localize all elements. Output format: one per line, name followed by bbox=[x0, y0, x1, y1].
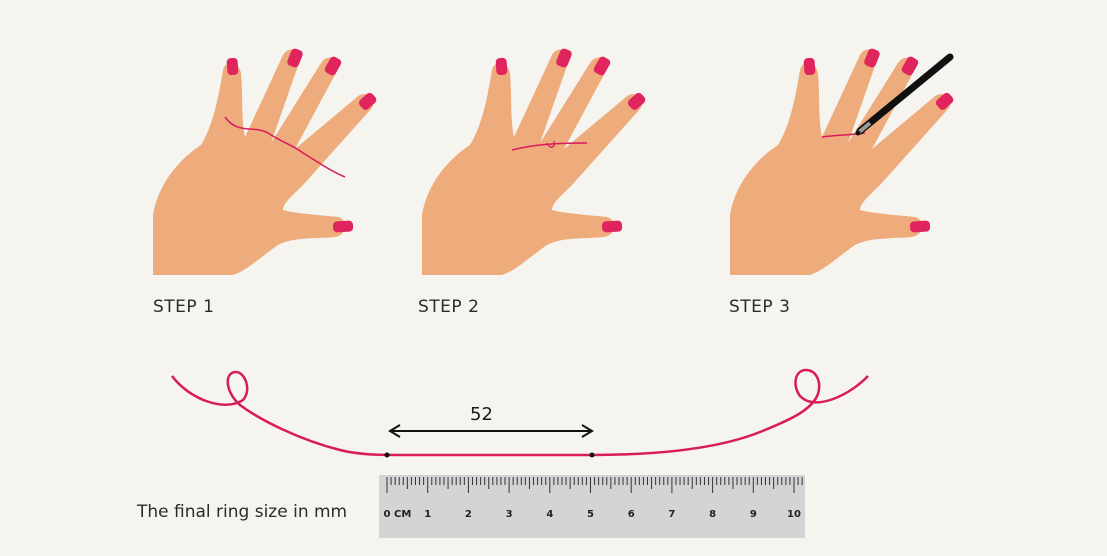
hand-step-2 bbox=[422, 47, 647, 275]
ruler-number: 5 bbox=[587, 509, 594, 520]
ruler-number: 10 bbox=[787, 509, 801, 520]
measurement-value: 52 bbox=[470, 404, 493, 425]
step-3-label: STEP 3 bbox=[729, 297, 791, 317]
step-1-label: STEP 1 bbox=[153, 297, 215, 317]
hand-step-1 bbox=[153, 47, 378, 275]
ring-size-caption: The final ring size in mm bbox=[137, 502, 348, 522]
mark-start bbox=[384, 452, 390, 458]
string-wrap bbox=[224, 116, 346, 178]
pen-icon bbox=[855, 53, 954, 136]
ruler-unit: CM bbox=[394, 509, 411, 520]
ruler-number: 0 bbox=[384, 509, 391, 520]
hand-step-3 bbox=[730, 47, 955, 275]
ruler-number: 1 bbox=[424, 509, 431, 520]
ruler-number: 8 bbox=[709, 509, 716, 520]
ruler-number: 9 bbox=[750, 509, 757, 520]
measurement-arrow bbox=[388, 424, 594, 438]
mark-end bbox=[589, 452, 595, 458]
ruler-number: 4 bbox=[546, 509, 553, 520]
ruler: 0 1 2 3 4 5 6 7 8 9 10 CM bbox=[379, 475, 805, 538]
step-2-label: STEP 2 bbox=[418, 297, 480, 317]
string-wrap bbox=[511, 142, 588, 151]
ruler-number: 6 bbox=[628, 509, 635, 520]
measurement-string bbox=[171, 368, 869, 457]
ruler-number: 7 bbox=[668, 509, 675, 520]
ruler-number: 2 bbox=[465, 509, 472, 520]
ruler-number: 3 bbox=[506, 509, 513, 520]
